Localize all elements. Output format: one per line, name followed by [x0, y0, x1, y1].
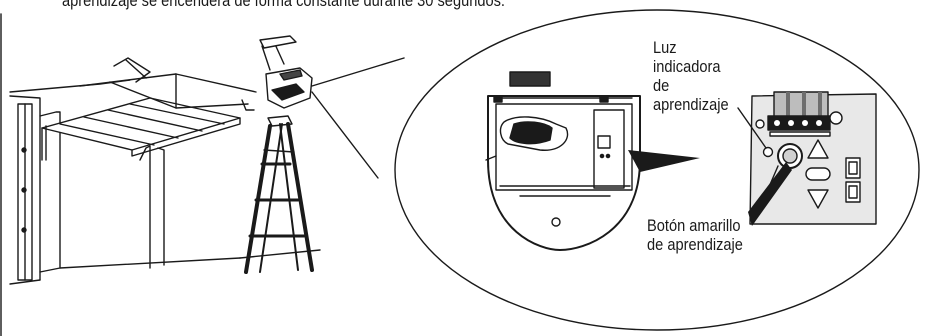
garage-door-icon: [42, 98, 240, 160]
luz-line-3: de: [653, 76, 729, 95]
opener-bottom-view: [486, 72, 642, 250]
luz-line-1: Luz: [653, 38, 729, 57]
learn-led-label: Luz indicadora de aprendizaje: [653, 38, 729, 114]
luz-line-2: indicadora: [653, 57, 729, 76]
learn-button-label: Botón amarillo de aprendizaje: [647, 216, 743, 254]
terminal-strip: [768, 92, 830, 136]
stop-button-icon: [806, 168, 830, 180]
garage-scene: [10, 36, 404, 284]
door-jamb: [18, 104, 32, 280]
boton-line-1: Botón amarillo: [647, 216, 743, 235]
boton-line-2: de aprendizaje: [647, 235, 743, 254]
ladder-icon: [246, 116, 312, 272]
opener-motor-icon: [266, 68, 312, 108]
luz-line-4: aprendizaje: [653, 95, 729, 114]
learn-panel-icon: [750, 92, 876, 224]
instruction-text: aprendizaje se encenderá de forma consta…: [62, 0, 505, 10]
learn-led-icon: [764, 148, 773, 157]
